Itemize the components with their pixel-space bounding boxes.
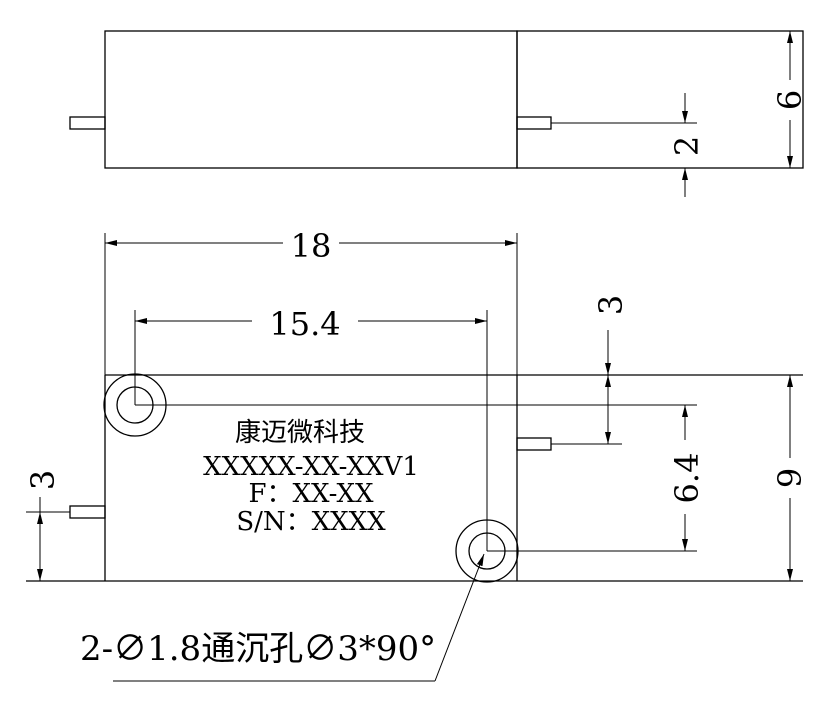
top-right-pin (516, 116, 552, 130)
front-right-pin (516, 437, 552, 451)
hole-inner (116, 386, 154, 424)
hole-outer (103, 373, 167, 437)
label-model: XXXXX-XX-XXV1 (203, 452, 419, 482)
label-brand: 康迈微科技 (235, 418, 365, 448)
top-view-side (516, 30, 804, 169)
dim-top-pin-offset: 2 (668, 136, 706, 156)
dim-18-gap (283, 226, 339, 262)
top-left-pin (69, 116, 106, 130)
front-view: 18 15.4 3 6.4 9 3 康迈微科技 XXXXX-XX-XXV1 F：… (24, 226, 809, 682)
dim-9-gap (779, 458, 801, 498)
dim-pin-offset-right: 3 (592, 295, 630, 315)
dim-hole-vertical: 6.4 (668, 453, 706, 504)
hole-note: 2-∅1.8通沉孔∅3*90° (80, 629, 436, 669)
top-view: 2 6 (69, 30, 809, 197)
hole-top-left (103, 373, 167, 437)
dim-height-9: 9 (771, 468, 809, 488)
label-frequency: F：XX-XX (248, 479, 374, 509)
dim-6-4-gap (672, 440, 700, 514)
dim-top-height: 6 (771, 90, 809, 110)
dim-6-gap (779, 80, 801, 120)
front-left-pin (69, 505, 106, 519)
dim-15-4-gap (252, 304, 358, 340)
hole-inner (468, 532, 506, 570)
hole-bottom-right (455, 519, 519, 583)
leader-line (434, 553, 485, 682)
dim-width-18: 18 (291, 227, 332, 265)
hole-outer (455, 519, 519, 583)
top-view-body (104, 30, 518, 169)
dim-pin-offset-left: 3 (24, 470, 62, 490)
label-serial: S/N：XXXX (236, 507, 386, 537)
dim-hole-spacing: 15.4 (269, 305, 340, 343)
product-label: 康迈微科技 XXXXX-XX-XXV1 F：XX-XX S/N：XXXX (203, 418, 419, 537)
